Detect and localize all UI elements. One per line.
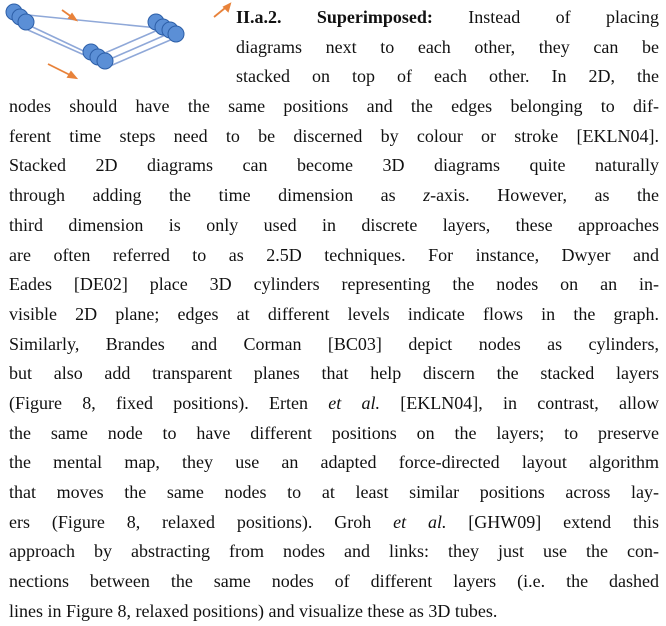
superimposed-graph-icon	[5, 2, 232, 80]
line-2: stacked on top of each other. In 2D, the	[236, 66, 659, 87]
text-line: II.a.2. Superimposed: Instead of placing	[236, 3, 659, 33]
section-text: II.a.2. Superimposed: Instead of placing…	[9, 3, 659, 626]
line-6: through adding the time dimension as z-a…	[9, 185, 659, 206]
line-5: Stacked 2D diagrams can become 3D diagra…	[9, 155, 659, 176]
line-20: lines in Figure 8, relaxed positions) an…	[9, 600, 498, 621]
line-16: that moves the same nodes to at least si…	[9, 482, 659, 502]
line-3: nodes should have the same positions and…	[9, 96, 659, 117]
line-10: visible 2D plane; edges at different lev…	[9, 303, 659, 324]
line-15: the mental map, they use an adapted forc…	[9, 452, 659, 473]
line-7: third dimension is only used in discrete…	[9, 214, 659, 235]
section-heading: II.a.2. Superimposed:	[236, 7, 433, 27]
line-4: ferent time steps need to be discerned b…	[9, 125, 659, 146]
line-13: (Figure 8, fixed positions). Erten et al…	[9, 392, 659, 413]
line-1: diagrams next to each other, they can be	[236, 36, 659, 57]
line-11: Similarly, Brandes and Corman [BC03] dep…	[9, 333, 659, 354]
line-12: but also add transparent planes that hel…	[9, 363, 659, 384]
line-17: ers (Figure 8, relaxed positions). Groh …	[9, 511, 659, 532]
graph-nodes	[5, 3, 185, 70]
line-19: nections between the same nodes of diffe…	[9, 571, 659, 592]
line-8: are often referred to as 2.5D techniques…	[9, 244, 659, 265]
italic-term: et al.	[328, 392, 380, 413]
arrow-icon	[47, 2, 232, 80]
line-0: Instead of placing	[468, 7, 660, 27]
italic-term: et al.	[393, 511, 447, 532]
line-9: Eades [DE02] place 3D cylinders represen…	[9, 274, 659, 295]
line-18: approach by abstracting from nodes and l…	[9, 541, 659, 562]
italic-term: z	[423, 185, 431, 206]
line-14: the same node to have different position…	[9, 422, 659, 443]
graph-edges	[17, 13, 179, 67]
